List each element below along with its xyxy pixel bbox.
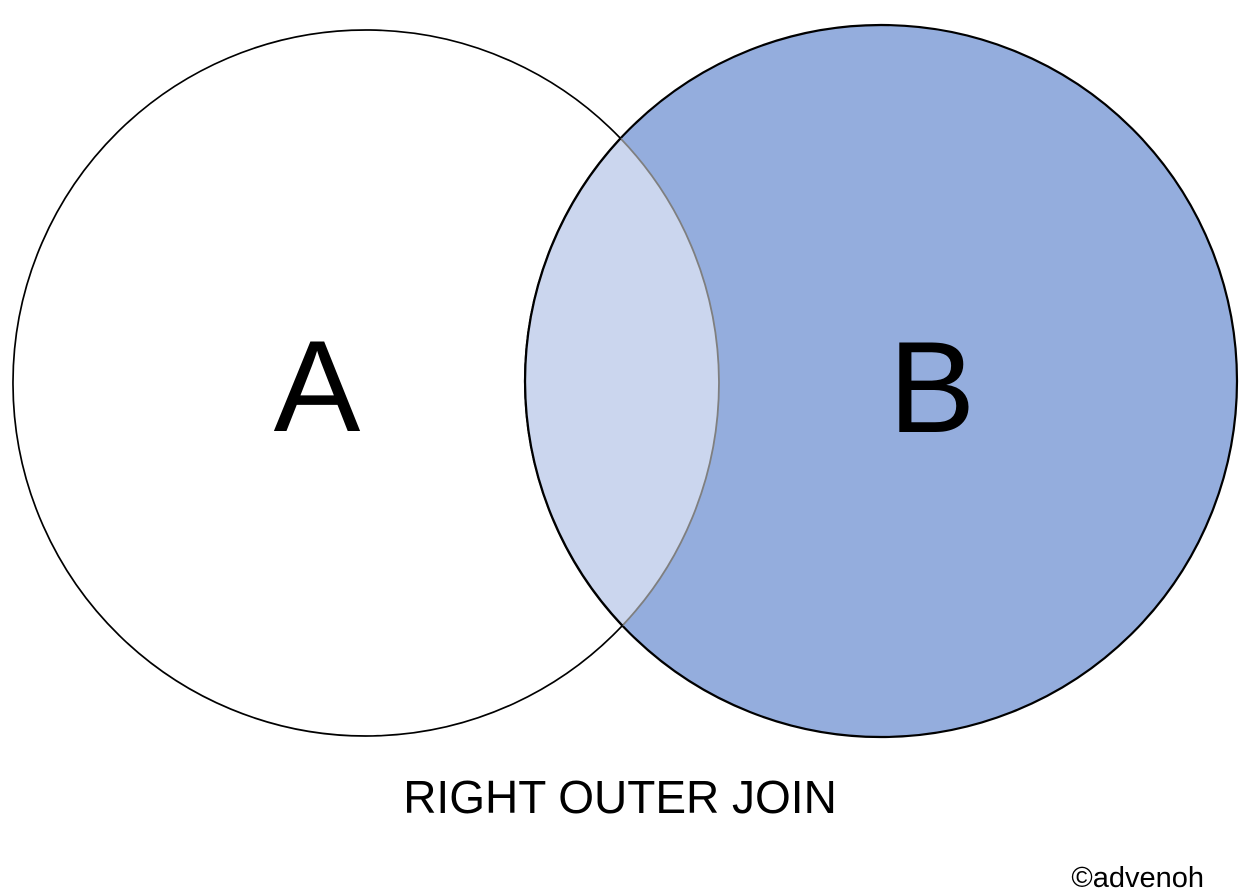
watermark-credit: ©advenoh xyxy=(1071,862,1204,894)
set-a-label: A xyxy=(273,313,361,459)
circle-a-outline xyxy=(12,29,624,737)
circle-b-left-arc xyxy=(524,137,624,627)
intersection-region xyxy=(525,138,719,626)
intersection-right-edge xyxy=(619,137,720,627)
set-b-label: B xyxy=(888,314,976,460)
join-title: RIGHT OUTER JOIN xyxy=(403,771,837,823)
